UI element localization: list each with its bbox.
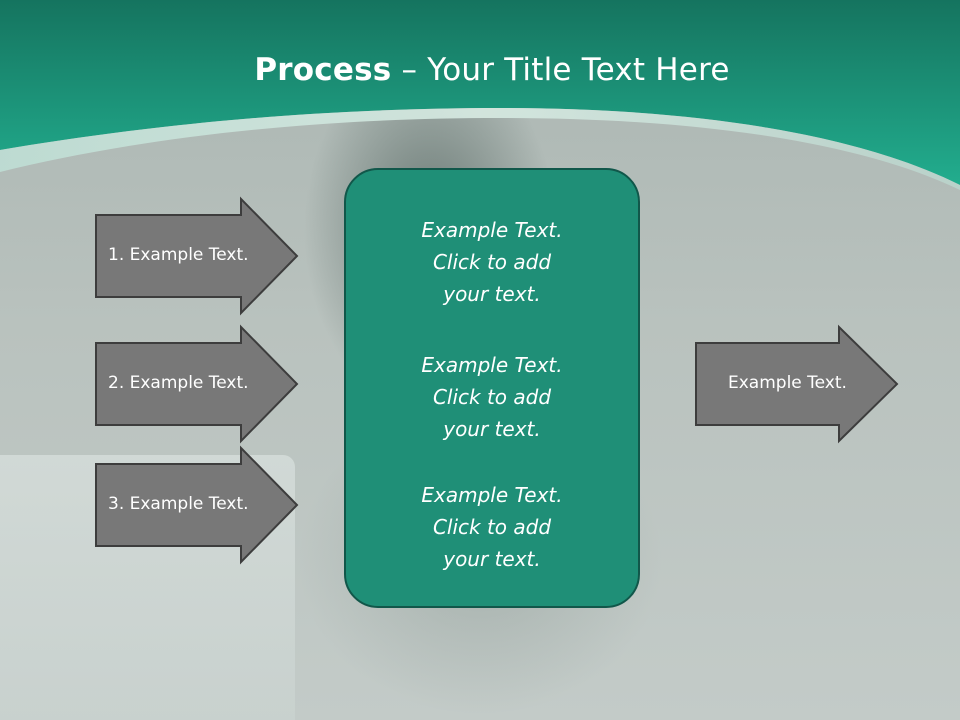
arrow-label: 1. Example Text. xyxy=(108,245,249,265)
block-line: Click to add xyxy=(432,250,552,274)
arrow-shape xyxy=(95,324,299,444)
arrow-shape xyxy=(695,324,899,444)
block-line: Click to add xyxy=(432,515,552,539)
arrow-shape xyxy=(95,445,299,565)
block-line: Example Text. xyxy=(421,353,563,377)
arrow-label: Example Text. xyxy=(728,373,847,393)
page-title: Process – Your Title Text Here xyxy=(0,52,960,88)
right-arrow[interactable]: Example Text. xyxy=(695,324,900,444)
title-bold: Process xyxy=(254,52,392,88)
text-block-3: Example Text. Click to add your text. xyxy=(346,479,638,575)
center-text-box[interactable]: Example Text. Click to add your text. Ex… xyxy=(344,168,640,608)
left-arrow-2[interactable]: 2. Example Text. xyxy=(95,324,300,444)
arrow-label: 3. Example Text. xyxy=(108,494,249,514)
block-line: Click to add xyxy=(432,385,552,409)
left-arrow-3[interactable]: 3. Example Text. xyxy=(95,445,300,565)
block-line: Example Text. xyxy=(421,218,563,242)
arrow-shape xyxy=(95,196,299,316)
block-line: Example Text. xyxy=(421,483,563,507)
left-arrow-1[interactable]: 1. Example Text. xyxy=(95,196,300,316)
block-line: your text. xyxy=(443,547,541,571)
title-rest: – Your Title Text Here xyxy=(391,52,730,88)
header-band xyxy=(0,0,960,190)
arrow-label: 2. Example Text. xyxy=(108,373,249,393)
block-line: your text. xyxy=(443,417,541,441)
text-block-1: Example Text. Click to add your text. xyxy=(346,214,638,310)
text-block-2: Example Text. Click to add your text. xyxy=(346,349,638,445)
block-line: your text. xyxy=(443,282,541,306)
